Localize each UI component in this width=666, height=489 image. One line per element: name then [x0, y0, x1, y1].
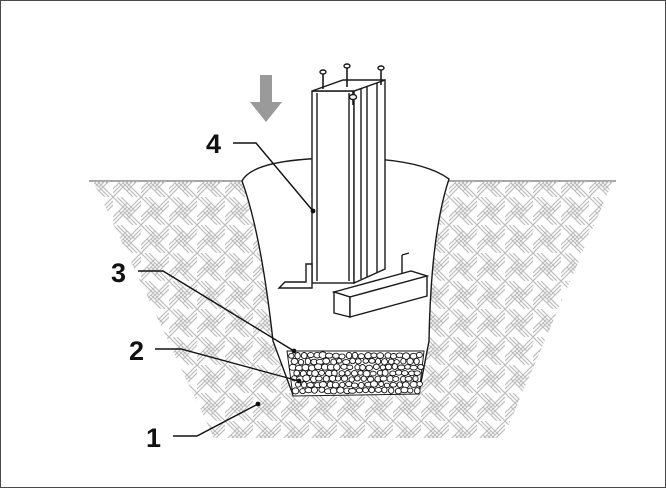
leader-line-4 — [233, 142, 314, 212]
callout-label-4: 4 — [206, 129, 221, 159]
leader-line-2 — [155, 348, 300, 382]
leader-dot-2 — [296, 378, 302, 384]
leader-dot-1 — [255, 401, 261, 407]
leader-line-3 — [138, 270, 295, 352]
leader-dot-4 — [310, 208, 316, 214]
callout-label-1: 1 — [146, 423, 161, 453]
leader-line-1 — [173, 403, 259, 437]
leader-dot-3 — [291, 348, 297, 354]
steel-column — [277, 63, 430, 318]
callout-label-3: 3 — [111, 258, 126, 288]
gravel-bed — [286, 350, 425, 397]
callout-label-2: 2 — [129, 336, 144, 366]
down-arrow-icon — [250, 75, 282, 122]
